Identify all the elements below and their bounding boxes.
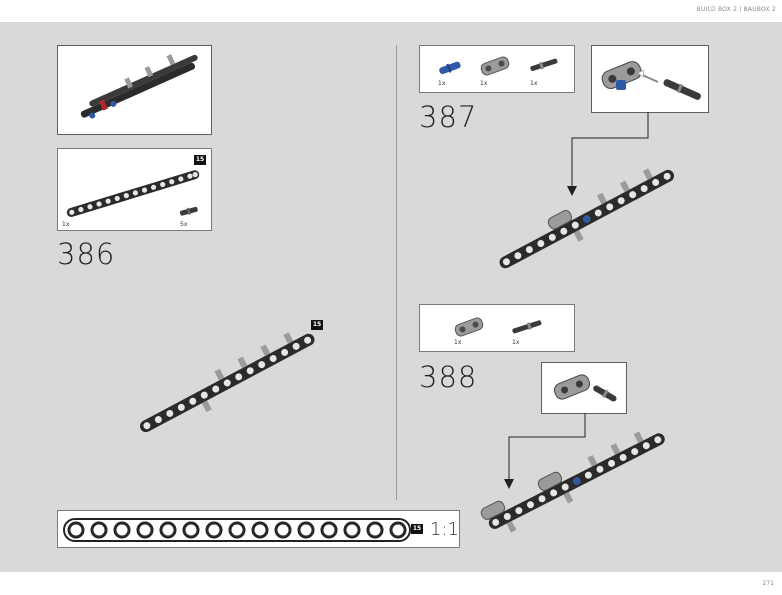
step-number-386: 386 — [57, 237, 116, 271]
parts-callout-388: 1x 1x — [419, 304, 575, 352]
beam-length-badge: 15 — [194, 155, 206, 165]
sub-assembly-callout-388 — [541, 362, 627, 414]
step-number-388: 388 — [419, 360, 478, 394]
model-preview-illustration — [80, 54, 198, 119]
pin-icon — [179, 206, 198, 216]
scale-label: 1:1 — [430, 519, 459, 540]
header-text: BUILD BOX 2 | BAUBOX 2 — [696, 6, 776, 13]
part-qty: 1x — [438, 80, 446, 87]
callout-arrow-387 — [567, 112, 649, 196]
connector-icon — [480, 56, 510, 76]
assembly-386-illustration — [140, 332, 315, 433]
part-qty: 1x — [62, 221, 70, 228]
parts-callout-386: 15 1x 5x — [57, 148, 212, 231]
part-qty: 1x — [530, 80, 538, 87]
sub-assembly-388-illustration — [553, 374, 617, 402]
sub-assembly-callout-387 — [591, 45, 709, 113]
connector-icon — [454, 317, 484, 337]
step-number-387: 387 — [419, 100, 478, 134]
parts-callout-387: 1x 1x 1x — [419, 45, 575, 93]
part-qty: 1x — [512, 339, 520, 346]
part-qty: 1x — [454, 339, 462, 346]
model-preview-box — [57, 45, 212, 135]
callout-arrow-388 — [504, 413, 586, 489]
column-divider — [396, 45, 397, 500]
assembly-beam-length-badge: 15 — [311, 320, 323, 330]
scale-bar-box: 15 1:1 — [57, 510, 460, 548]
beam-15-icon — [66, 170, 200, 217]
beam-1-1-illustration — [63, 518, 411, 542]
blue-pin-icon — [439, 61, 461, 75]
assembly-388-illustration — [480, 431, 665, 533]
part-qty: 1x — [480, 80, 488, 87]
page-number: 271 — [762, 580, 774, 587]
assembly-387-illustration — [499, 168, 674, 269]
scale-beam-length-badge: 15 — [411, 524, 423, 534]
axle-pin-icon — [530, 58, 558, 72]
part-qty: 5x — [180, 221, 188, 228]
sub-assembly-387-illustration — [601, 61, 701, 100]
axle-pin-icon — [512, 320, 542, 334]
